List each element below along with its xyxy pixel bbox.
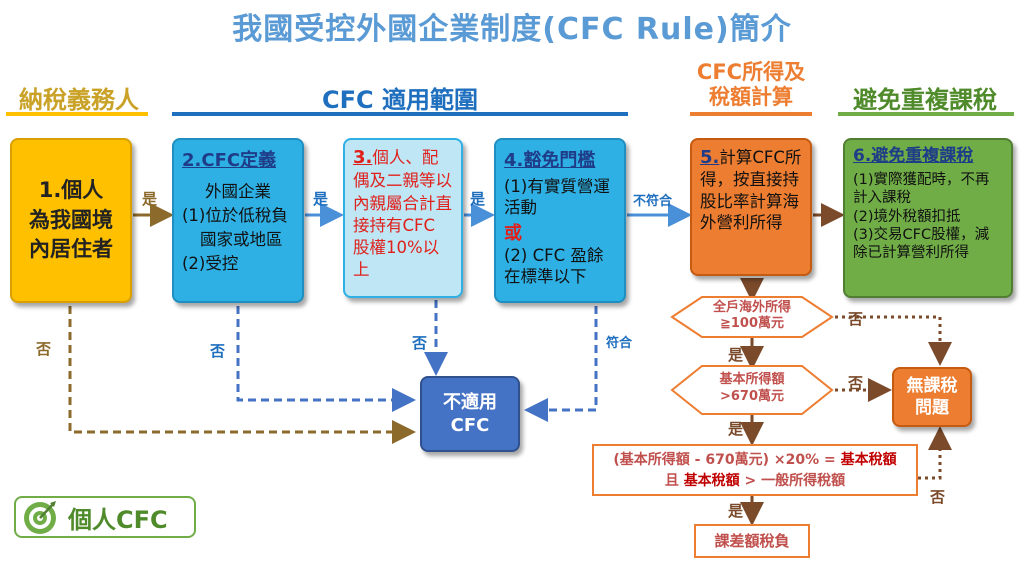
box3-number: 3.	[353, 147, 373, 168]
label-yes-6: 是	[728, 502, 744, 520]
box2-line1: 外國企業	[205, 182, 271, 201]
label-yes-3: 是	[470, 190, 486, 208]
box-avoid-double-tax: 6.避免重複課稅 (1)實際獲配時，不再計入課稅 (2)境外稅額扣抵 (3)交易…	[843, 138, 1013, 298]
box4-item1: (1)有實質營運活動	[504, 177, 610, 218]
box-cfc-definition: 2.CFC定義 外國企業 (1)位於低稅負 國家或地區 (2)受控	[172, 138, 304, 303]
formula-line2: 且 基本稅額 > 一般所得稅額	[594, 471, 916, 492]
no-tax-line2: 問題	[915, 398, 949, 418]
formula-part2-suffix: > 一般所得稅額	[739, 473, 846, 489]
header-income: CFC所得及 稅額計算	[686, 60, 816, 110]
label-no-1: 否	[36, 340, 52, 358]
box2-line3: 國家或地區	[200, 230, 283, 249]
box-not-applicable: 不適用 CFC	[420, 376, 520, 452]
header-scope-line	[172, 112, 628, 116]
box1-line2: 為我國境	[29, 207, 113, 232]
label-no-3: 否	[412, 334, 428, 352]
decision1-line1: 全戶海外所得	[712, 300, 791, 315]
label-yes-5: 是	[728, 420, 744, 438]
label-not-meet: 不符合	[633, 194, 673, 209]
formula-part2-prefix: 且	[664, 473, 684, 489]
label-yes-1: 是	[142, 190, 158, 208]
box-resident-individual: 1.個人 為我國境 內居住者	[10, 138, 132, 303]
box1-line1: 1.個人	[38, 178, 104, 203]
formula-part1: (基本所得額 - 670萬元) ×20% =	[613, 452, 841, 468]
formula-part2-bold: 基本稅額	[683, 473, 740, 489]
formula-line1: (基本所得額 - 670萬元) ×20% = 基本稅額	[594, 450, 916, 471]
label-meet: 符合	[606, 336, 633, 351]
header-avoid: 避免重複課稅	[853, 86, 997, 114]
decision-overseas-income: 全戶海外所得 ≧100萬元	[700, 300, 804, 333]
header-scope: CFC 適用範圍	[322, 86, 478, 114]
page-title: 我國受控外國企業制度(CFC Rule)簡介	[232, 12, 792, 47]
target-icon	[24, 501, 56, 534]
label-no-5: 否	[848, 374, 864, 392]
box5-number: 5.	[700, 147, 720, 168]
box-cfc-income-calc: 5.計算CFC所得，按直接持股比率計算海外營利所得	[690, 138, 812, 276]
box5-text: 計算CFC所得，按直接持股比率計算海外營利所得	[700, 148, 802, 233]
label-yes-2: 是	[313, 190, 329, 208]
no-tax-line1: 無課稅	[906, 375, 958, 396]
label-yes-4: 是	[728, 346, 744, 364]
box6-item3: (3)交易CFC股權，減除已計算營利所得	[853, 226, 990, 261]
box-exemption-threshold: 4.豁免門檻 (1)有實質營運活動 或 (2) CFC 盈餘在標準以下	[494, 138, 626, 303]
box-shareholding-threshold: 3.個人、配偶及二親等以內親屬合計直接持有CFC 股權10%以上	[343, 138, 463, 298]
formula-box: (基本所得額 - 670萬元) ×20% = 基本稅額 且 基本稅額 > 一般所…	[592, 444, 918, 496]
box6-title: 6.避免重複課稅	[853, 146, 974, 166]
box4-title: 4.豁免門檻	[504, 150, 596, 171]
box1-line3: 內居住者	[29, 237, 113, 262]
header-income-line1: CFC所得及	[696, 60, 806, 84]
decision-basic-income: 基本所得額 >670萬元	[700, 372, 804, 406]
header-taxpayer: 納稅義務人	[19, 86, 139, 114]
result-box: 課差額稅負	[694, 524, 810, 558]
box6-item2: (2)境外稅額扣抵	[853, 208, 961, 225]
box6-item1: (1)實際獲配時，不再計入課稅	[853, 172, 990, 207]
header-income-line2: 稅額計算	[709, 85, 793, 110]
box2-line4: (2)受控	[182, 254, 239, 273]
not-applicable-line2: CFC	[450, 415, 490, 436]
formula-part1-bold: 基本稅額	[840, 452, 897, 468]
box4-item2: (2) CFC 盈餘在標準以下	[504, 245, 604, 287]
box2-line2: (1)位於低稅負	[182, 206, 288, 225]
label-no-6: 否	[930, 488, 946, 506]
label-no-2: 否	[210, 342, 226, 360]
header-avoid-line	[838, 112, 1014, 116]
header-taxpayer-line	[6, 112, 148, 116]
logo: 個人CFC	[14, 496, 196, 538]
decision2-line1: 基本所得額	[719, 372, 785, 387]
decision1-line2: ≧100萬元	[719, 316, 785, 332]
header-income-line	[690, 112, 812, 116]
label-no-4: 否	[848, 310, 864, 328]
box4-or: 或	[504, 222, 522, 244]
not-applicable-line1: 不適用	[443, 391, 497, 413]
logo-text: 個人CFC	[68, 505, 168, 534]
box-no-tax: 無課稅 問題	[892, 367, 972, 427]
decision2-line2: >670萬元	[719, 388, 785, 404]
box3-text: 個人、配偶及二親等以內親屬合計直接持有CFC 股權10%以上	[353, 148, 452, 280]
box2-title: 2.CFC定義	[182, 150, 277, 171]
